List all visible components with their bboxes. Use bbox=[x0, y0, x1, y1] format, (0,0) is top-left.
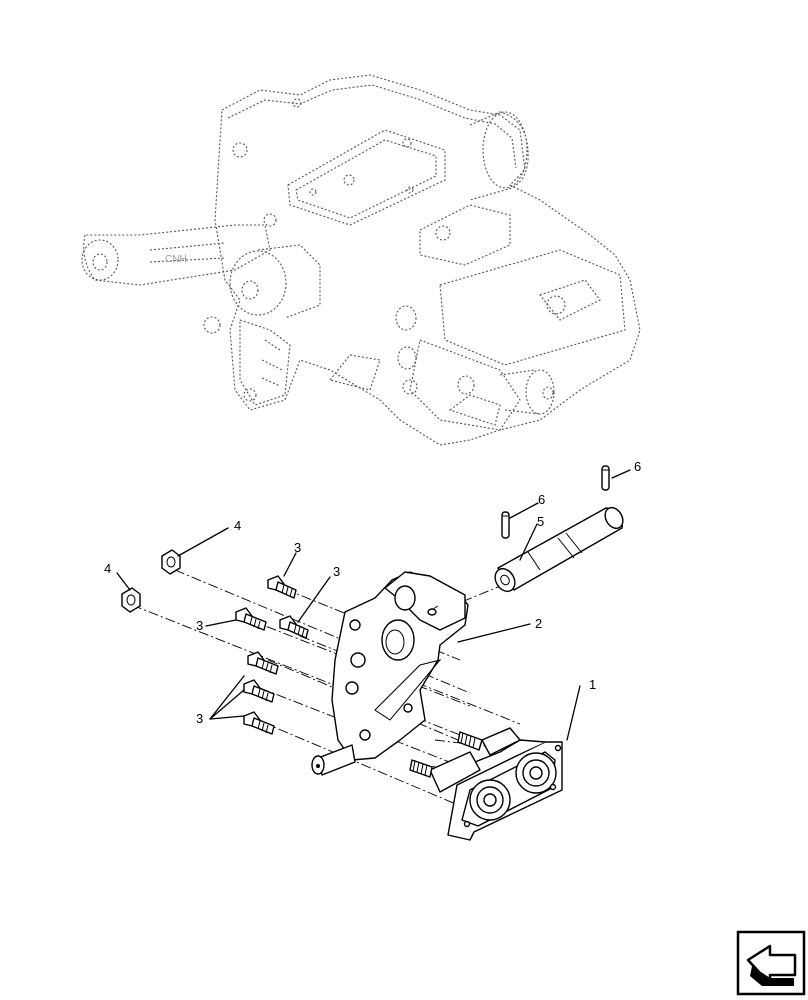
callout-4: 4 bbox=[104, 561, 111, 576]
leader-lines bbox=[116, 469, 631, 741]
nut-upper bbox=[161, 549, 181, 575]
bolt-6 bbox=[243, 711, 275, 735]
housing-assembly-phantom: CNH bbox=[81, 74, 641, 446]
roll-pin-upper bbox=[601, 465, 610, 491]
svg-text:CNH: CNH bbox=[165, 254, 187, 265]
bolt-2 bbox=[235, 607, 267, 631]
callout-3: 3 bbox=[333, 564, 340, 579]
callout-3: 3 bbox=[294, 540, 301, 555]
callout-6: 6 bbox=[634, 459, 641, 474]
callout-4: 4 bbox=[234, 518, 241, 533]
callout-3: 3 bbox=[196, 618, 203, 633]
roll-pin-lower bbox=[501, 511, 510, 539]
valve-block bbox=[409, 727, 563, 841]
pivot-shaft bbox=[494, 506, 624, 593]
callout-2: 2 bbox=[535, 616, 542, 631]
next-page-arrow-icon[interactable] bbox=[736, 930, 806, 996]
callout-6: 6 bbox=[538, 492, 545, 507]
bolt-4 bbox=[247, 651, 279, 675]
callout-3: 3 bbox=[196, 711, 203, 726]
bolt-5 bbox=[243, 679, 275, 703]
bolt-3 bbox=[279, 615, 309, 639]
callout-5: 5 bbox=[537, 514, 544, 529]
bolt-1 bbox=[267, 575, 297, 599]
mounting-bracket bbox=[311, 571, 469, 776]
nut-lower bbox=[121, 587, 141, 613]
callout-1: 1 bbox=[589, 677, 596, 692]
